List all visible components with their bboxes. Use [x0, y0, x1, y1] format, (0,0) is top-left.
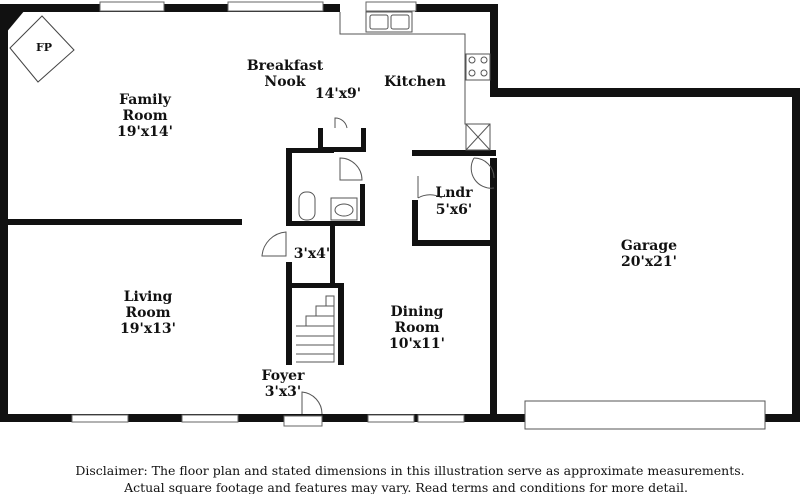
bathroom-fixtures — [298, 191, 358, 221]
kitchen-sink — [365, 11, 413, 33]
breakfast-nook-label-2: Nook — [264, 74, 305, 90]
breakfast-nook-label-1: Breakfast — [247, 58, 324, 74]
laundry-label: Lndr — [435, 185, 473, 201]
fireplace-label: FP — [36, 41, 52, 54]
living-room-dimensions: 19'x13' — [120, 321, 176, 337]
disclaimer: Disclaimer: The floor plan and stated di… — [75, 463, 744, 494]
exterior-walls — [0, 4, 800, 422]
dining-room-dimensions: 10'x11' — [389, 336, 445, 352]
dining-room-label-2: Room — [394, 320, 439, 336]
room-labels: Breakfast Nook 14'x9' Kitchen Family Roo… — [117, 58, 677, 400]
kitchen-fixtures — [339, 11, 491, 151]
breakfast-nook-dimensions: 14'x9' — [315, 86, 361, 102]
fireplace: FP — [0, 4, 75, 83]
dining-room-label-1: Dining — [391, 304, 444, 320]
garage-dimensions: 20'x21' — [621, 254, 677, 270]
disclaimer-line-1: Disclaimer: The floor plan and stated di… — [75, 463, 744, 478]
family-room-label-1: Family — [119, 92, 172, 108]
windows — [71, 1, 766, 430]
disclaimer-line-2: Actual square footage and features may v… — [123, 480, 688, 494]
garage-label: Garage — [621, 238, 677, 254]
living-room-label-1: Living — [124, 289, 173, 305]
family-room-dimensions: 19'x14' — [117, 124, 173, 140]
living-room-label-2: Room — [125, 305, 170, 321]
interior-walls — [0, 128, 496, 365]
staircase — [296, 295, 335, 363]
kitchen-label: Kitchen — [384, 74, 446, 90]
closet-dimensions: 3'x4' — [294, 246, 330, 262]
toilet — [298, 191, 316, 221]
door-swings — [261, 117, 495, 415]
family-room-label-2: Room — [122, 108, 167, 124]
foyer-label: Foyer — [262, 368, 306, 384]
laundry-dimensions: 5'x6' — [436, 202, 472, 218]
foyer-dimensions: 3'x3' — [265, 384, 301, 400]
